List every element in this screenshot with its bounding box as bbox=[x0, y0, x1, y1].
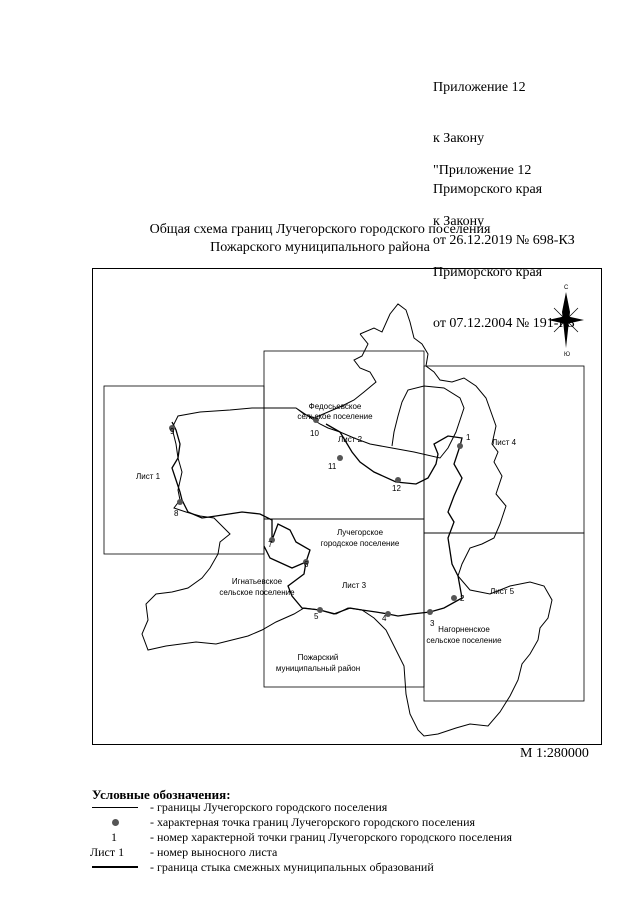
sheet-frame-5 bbox=[423, 532, 585, 702]
boundary-point-label: 7 bbox=[268, 540, 273, 549]
area-label-nagornenskoe-1: Нагорненское bbox=[438, 625, 490, 634]
boundary-point-label: 8 bbox=[174, 509, 179, 518]
boundary-point-label: 9 bbox=[170, 427, 175, 436]
sheet-label-3: Лист 3 bbox=[342, 581, 367, 590]
legend-text: - граница стыка смежных муниципальных об… bbox=[150, 860, 434, 874]
legend-text: - характерная точка границ Лучегорского … bbox=[150, 815, 476, 829]
boundary-point-label: 12 bbox=[392, 484, 401, 493]
boundary-point-6 bbox=[303, 559, 309, 565]
area-label-ignatievskoe-1: Игнатьевское bbox=[232, 577, 283, 586]
appendix-line: к Закону bbox=[433, 131, 485, 146]
boundary-point-label: 1 bbox=[466, 433, 471, 442]
appendix-line: к Закону bbox=[433, 214, 485, 229]
boundary-point-label: 11 bbox=[328, 462, 337, 471]
area-label-pozharsky-1: Пожарский bbox=[298, 653, 339, 662]
area-label-fedosievskoe-1: Федосьевское bbox=[309, 402, 362, 411]
boundary-point-label: 6 bbox=[304, 560, 309, 569]
map-scale: М 1:280000 bbox=[520, 746, 589, 761]
boundary-point-12 bbox=[395, 477, 401, 483]
area-label-nagornenskoe-2: сельское поселение bbox=[426, 636, 502, 645]
area-label-pozharsky-2: муниципальный район bbox=[276, 664, 360, 673]
boundary-point-4 bbox=[385, 611, 391, 617]
legend-text: - номер характерной точки границ Лучегор… bbox=[150, 830, 513, 844]
point-number-sample: 1 bbox=[111, 830, 117, 844]
boundary-point-label: 2 bbox=[460, 594, 465, 603]
junction-line-icon bbox=[92, 866, 138, 868]
appendix-line: от 26.12.2019 № 698-КЗ bbox=[433, 233, 575, 248]
area-label-fedosievskoe-2: сельское поселение bbox=[297, 412, 373, 421]
boundary-point-7 bbox=[269, 537, 275, 543]
boundary-point-9 bbox=[169, 425, 175, 431]
area-label-luchegorskoe-1: Лучегорское bbox=[337, 528, 384, 537]
compass-icon: С Ю bbox=[548, 285, 584, 358]
boundary-point-3 bbox=[427, 609, 433, 615]
boundary-point-11 bbox=[337, 455, 343, 461]
sheet-label-2: Лист 2 bbox=[338, 435, 363, 444]
map-title-line-1: Общая схема границ Лучегорского городско… bbox=[149, 222, 491, 237]
legend-text: - границы Лучегорского городского поселе… bbox=[150, 800, 388, 814]
appendix-line: Приморского края bbox=[433, 182, 543, 197]
boundary-point-label: 10 bbox=[310, 429, 319, 438]
boundary-point-label: 4 bbox=[382, 614, 387, 623]
area-label-luchegorskoe-2: городское поселение bbox=[321, 539, 400, 548]
boundary-point-2 bbox=[451, 595, 457, 601]
legend-text: - номер выносного листа bbox=[150, 845, 278, 859]
compass-north: С bbox=[564, 285, 569, 291]
boundary-point-1 bbox=[457, 443, 463, 449]
boundary-point-8 bbox=[177, 499, 183, 505]
area-label-ignatievskoe-2: сельское поселение bbox=[219, 588, 295, 597]
sheet-label-4: Лист 4 bbox=[492, 438, 517, 447]
appendix-line: "Приложение 12 bbox=[433, 163, 532, 178]
sheet-sample: Лист 1 bbox=[90, 845, 125, 859]
point-dot-icon bbox=[112, 819, 119, 826]
sheet-frame-1 bbox=[103, 385, 265, 555]
boundary-point-5 bbox=[317, 607, 323, 613]
boundary-point-label: 3 bbox=[430, 619, 435, 628]
boundary-point-10 bbox=[313, 417, 319, 423]
boundary-point-label: 5 bbox=[314, 612, 319, 621]
legend-title: Условные обозначения: bbox=[92, 787, 231, 802]
map-frame bbox=[92, 268, 602, 745]
compass-south: Ю bbox=[564, 352, 570, 358]
appendix-line: Приложение 12 bbox=[433, 80, 526, 95]
sheet-label-5: Лист 5 bbox=[490, 587, 515, 596]
boundary-line-icon bbox=[92, 807, 138, 808]
appendix-current: Приложение 12 к Закону Приморского края … bbox=[433, 45, 575, 266]
map-title-line-2: Пожарского муниципального района bbox=[210, 240, 430, 255]
sheet-label-1: Лист 1 bbox=[136, 472, 161, 481]
